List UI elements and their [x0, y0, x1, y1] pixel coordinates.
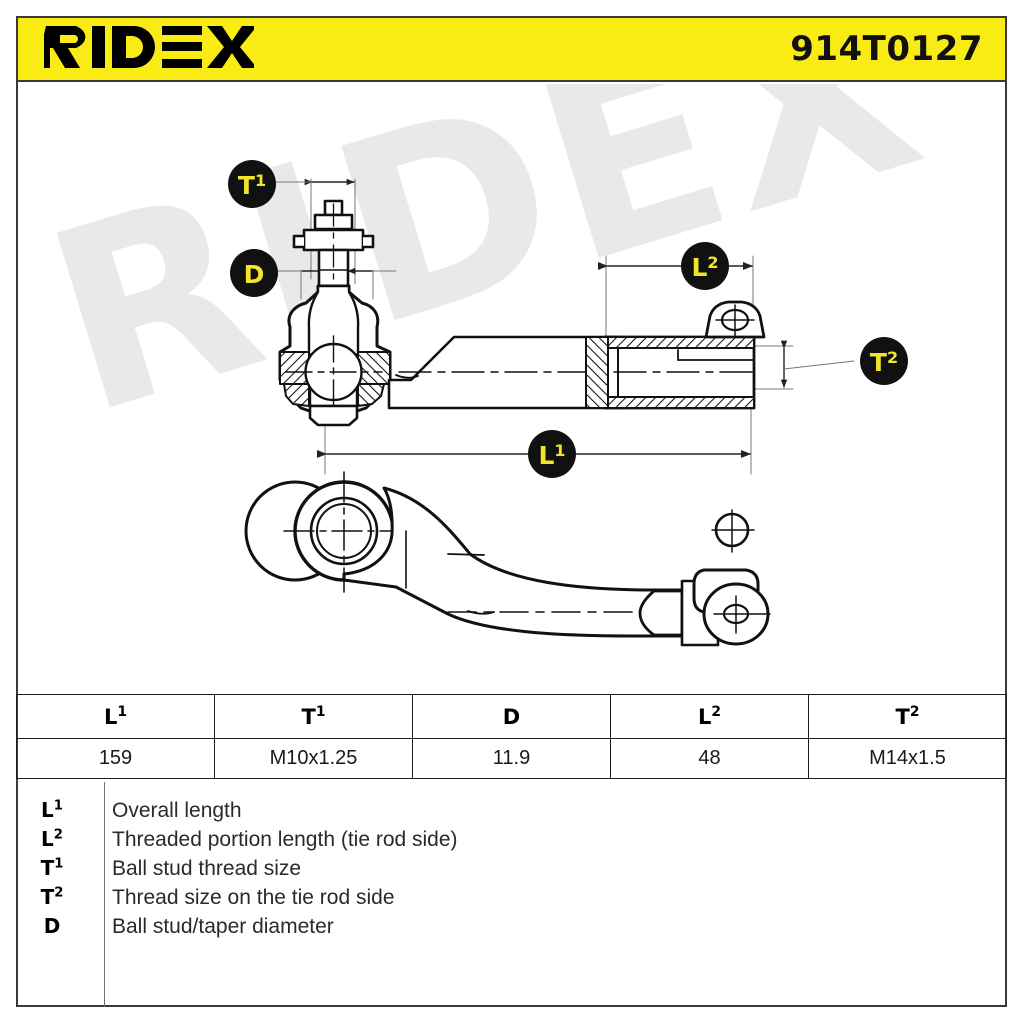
callout-D: D	[230, 249, 278, 297]
spec-header-D: D	[412, 694, 611, 739]
spec-header-L1: L1	[16, 694, 215, 739]
spec-table-header-row: L1 T1 D L2 T2	[16, 694, 1007, 739]
legend-symbol-L1: L1	[41, 798, 63, 822]
threaded-tube	[585, 335, 756, 410]
part-number: 914T0127	[790, 29, 983, 69]
spec-value-L2: 48	[610, 738, 809, 779]
spec-value-L1: 159	[16, 738, 215, 779]
header-bar: 914T0127	[18, 18, 1005, 82]
ball-stud	[292, 199, 375, 290]
spec-table-value-row: 159 M10x1.25 11.9 48 M14x1.5	[16, 738, 1007, 779]
technical-drawing: RIDEX	[18, 84, 1005, 688]
spec-header-T2: T2	[808, 694, 1007, 739]
legend-row-T2: T2 Thread size on the tie rod side	[16, 883, 1007, 912]
legend-text-L2: Threaded portion length (tie rod side)	[112, 828, 458, 851]
legend-symbol-D: D	[43, 914, 61, 938]
spec-header-L2: L2	[610, 694, 809, 739]
legend-row-L2: L2 Threaded portion length (tie rod side…	[16, 825, 1007, 854]
drawing-canvas: RIDEX	[20, 84, 953, 647]
dimension-T2	[780, 340, 855, 388]
legend-symbol-T1: T1	[40, 856, 64, 880]
plan-view	[244, 471, 771, 647]
ball-joint-housing	[278, 284, 392, 427]
legend-row-T1: T1 Ball stud thread size	[16, 854, 1007, 883]
spec-value-D: 11.9	[412, 738, 611, 779]
svg-text:L1: L1	[538, 441, 565, 470]
callout-L1: L1	[528, 430, 576, 478]
ridex-logo-mark	[44, 26, 254, 68]
legend: L1 Overall length L2 Threaded portion le…	[16, 782, 1007, 1007]
legend-symbol-L2: L2	[41, 827, 63, 851]
spec-header-T1: T1	[214, 694, 413, 739]
callout-T1: T1	[228, 160, 276, 208]
legend-text-T1: Ball stud thread size	[112, 857, 302, 880]
background-watermark: RIDEX	[20, 84, 953, 470]
ridex-logo	[44, 24, 254, 70]
spec-value-T1: M10x1.25	[214, 738, 413, 779]
legend-text-T2: Thread size on the tie rod side	[112, 886, 395, 909]
legend-symbol-T2: T2	[40, 885, 64, 909]
svg-text:RIDEX: RIDEX	[20, 84, 953, 470]
legend-row-L1: L1 Overall length	[16, 796, 1007, 825]
page-frame	[16, 16, 1007, 1007]
legend-text-D: Ball stud/taper diameter	[112, 915, 334, 938]
spec-table: L1 T1 D L2 T2	[16, 694, 1007, 779]
spec-value-T2: M14x1.5	[808, 738, 1007, 779]
callout-L2: L2	[681, 242, 729, 290]
legend-text-L1: Overall length	[112, 799, 242, 822]
callout-T2: T2	[860, 337, 908, 385]
legend-divider	[104, 782, 105, 1007]
legend-row-D: D Ball stud/taper diameter	[16, 912, 1007, 941]
callout-badges: T1 D L2 T2 L1	[228, 160, 908, 478]
svg-text:D: D	[244, 260, 265, 289]
tube-boss-lug	[704, 300, 766, 339]
